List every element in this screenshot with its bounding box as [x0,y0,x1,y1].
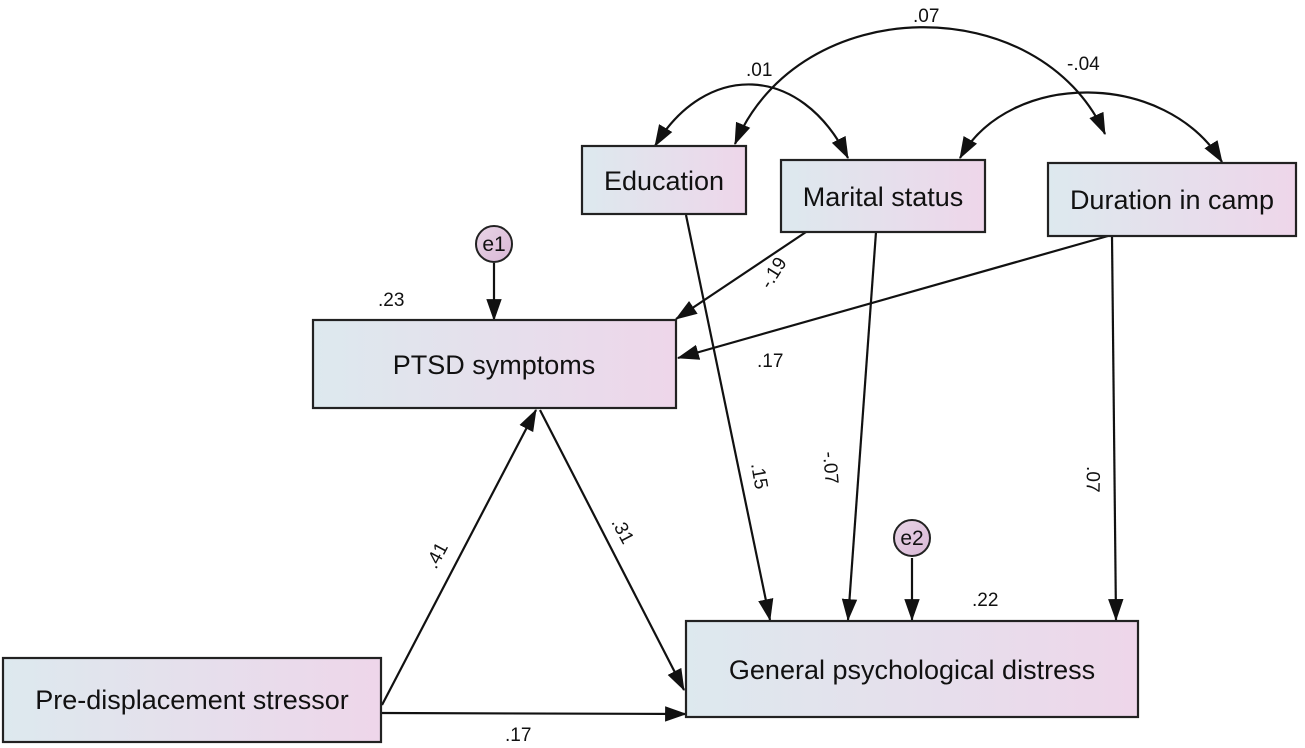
node-education-label: Education [604,166,724,196]
path-stressor-ptsd [381,409,537,706]
e1-circle [475,225,513,263]
node-marital: Marital status [779,158,987,234]
node-duration: Duration in camp [1046,161,1298,238]
path-duration-distress [1108,235,1124,622]
path-label-duration-ptsd: .17 [757,351,783,372]
node-distress-label: General psychological distress [729,655,1095,685]
cov-education-duration [733,26,1107,146]
path-label-ptsd-distress: .31 [607,514,638,547]
path-marital-distress [841,231,878,622]
path-label-education-distress: .15 [746,461,771,491]
node-marital-label: Marital status [803,182,964,212]
e2-label: e2 [900,527,923,550]
path-label-marital-ptsd: -.19 [756,254,791,293]
cov-education-marital [654,83,849,159]
r2-ptsd: .23 [378,290,404,311]
cov-label-marital-duration: -.04 [1067,54,1100,75]
path-ptsd-distress [539,409,685,691]
path-education-distress [684,214,774,622]
node-ptsd: PTSD symptoms [311,318,678,410]
e1-label: e1 [482,233,505,256]
r2-distress: .22 [972,590,998,611]
cov-label-education-marital: .01 [746,60,772,81]
cov-marital-duration [959,91,1223,163]
path-label-marital-distress: -.07 [818,451,842,485]
node-distress: General psychological distress [684,619,1140,719]
cov-label-education-duration: .07 [913,6,939,27]
node-duration-label: Duration in camp [1070,185,1274,215]
path-label-stressor-ptsd: .41 [422,539,453,572]
path-marital-ptsd [675,231,807,320]
node-stressor: Pre-displacement stressor [1,656,383,744]
path-label-duration-distress: .07 [1082,466,1103,493]
path-label-stressor-distress: .17 [505,725,531,746]
node-stressor-label: Pre-displacement stressor [35,685,349,715]
node-education: Education [580,144,748,216]
path-stressor-distress [381,706,688,722]
e2-circle [893,519,931,557]
node-ptsd-label: PTSD symptoms [393,350,596,380]
path-duration-ptsd [676,234,1109,360]
